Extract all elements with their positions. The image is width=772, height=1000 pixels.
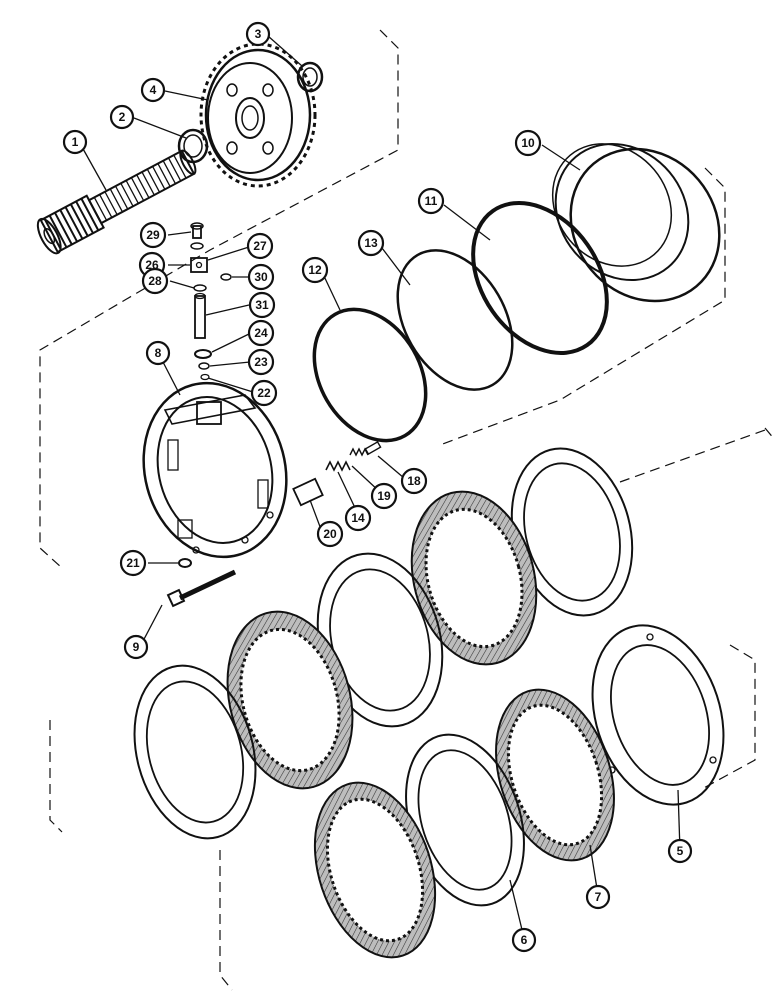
callout-12: 12 <box>301 256 329 284</box>
callout-1: 1 <box>62 129 88 155</box>
callout-29: 29 <box>139 221 167 249</box>
group-outline-piston <box>439 167 726 446</box>
callout-31: 31 <box>248 291 276 319</box>
callout-8: 8 <box>145 340 171 366</box>
callout-28: 28 <box>141 267 169 295</box>
svg-text:28: 28 <box>148 274 162 288</box>
svg-text:21: 21 <box>126 556 140 570</box>
bolt-9 <box>166 569 237 608</box>
callout-2: 2 <box>109 104 135 130</box>
svg-text:19: 19 <box>377 489 391 503</box>
clutch-housing <box>142 381 288 559</box>
svg-text:3: 3 <box>255 27 262 41</box>
valve-assembly <box>190 222 232 381</box>
svg-text:13: 13 <box>364 236 378 250</box>
svg-text:31: 31 <box>255 298 269 312</box>
callout-14: 14 <box>344 504 372 532</box>
svg-text:29: 29 <box>146 228 160 242</box>
callout-6: 6 <box>511 927 537 953</box>
svg-text:5: 5 <box>677 844 684 858</box>
clutch-plate-stack <box>133 447 725 959</box>
clutch-piston <box>551 142 721 303</box>
svg-text:8: 8 <box>155 346 162 360</box>
callout-18: 18 <box>400 467 428 495</box>
svg-text:14: 14 <box>351 511 365 525</box>
seal-ring-11 <box>471 201 609 355</box>
callout-4: 4 <box>140 77 166 103</box>
svg-text:18: 18 <box>407 474 421 488</box>
group-outline-plates-upper <box>49 427 772 833</box>
svg-text:23: 23 <box>254 355 268 369</box>
svg-text:12: 12 <box>308 263 322 277</box>
svg-text:2: 2 <box>119 110 126 124</box>
svg-text:7: 7 <box>595 890 602 904</box>
plug-21 <box>178 558 192 568</box>
callout-19: 19 <box>370 482 398 510</box>
friction-disc <box>313 781 437 959</box>
callout-24: 24 <box>247 319 275 347</box>
callout-3: 3 <box>245 21 271 47</box>
group-outline-plates-lower <box>219 644 756 991</box>
group-outline-input-shaft <box>39 29 399 569</box>
svg-text:10: 10 <box>521 136 535 150</box>
steel-plate <box>133 664 257 840</box>
svg-text:30: 30 <box>254 270 268 284</box>
callout-7: 7 <box>585 884 611 910</box>
svg-text:20: 20 <box>323 527 337 541</box>
svg-text:24: 24 <box>254 326 268 340</box>
svg-text:6: 6 <box>521 933 528 947</box>
snap-ring-3 <box>296 61 324 93</box>
callout-23: 23 <box>247 348 275 376</box>
callout-10: 10 <box>514 129 542 157</box>
svg-text:27: 27 <box>253 239 267 253</box>
svg-text:4: 4 <box>150 83 157 97</box>
svg-text:11: 11 <box>425 194 438 208</box>
callout-30: 30 <box>247 263 275 291</box>
friction-disc <box>410 490 538 666</box>
relief-valve-parts <box>292 440 382 507</box>
svg-text:1: 1 <box>72 135 79 149</box>
clutch-hub-gear <box>199 42 317 188</box>
svg-text:9: 9 <box>133 640 140 654</box>
callout-5: 5 <box>667 838 693 864</box>
callout-20: 20 <box>316 520 344 548</box>
svg-text:22: 22 <box>257 386 271 400</box>
seal-ring-12 <box>312 307 428 443</box>
snap-ring-2 <box>177 128 209 164</box>
seal-ring-13 <box>396 249 514 391</box>
callout-21: 21 <box>119 549 147 577</box>
end-plate <box>591 624 725 806</box>
callout-9: 9 <box>123 634 149 660</box>
leader-lines <box>81 35 681 939</box>
callout-13: 13 <box>357 229 385 257</box>
callout-27: 27 <box>246 232 274 260</box>
callout-11: 11 <box>417 187 445 215</box>
callout-22: 22 <box>250 379 278 407</box>
input-shaft <box>36 149 197 255</box>
friction-disc <box>495 688 615 862</box>
friction-disc <box>226 610 354 790</box>
